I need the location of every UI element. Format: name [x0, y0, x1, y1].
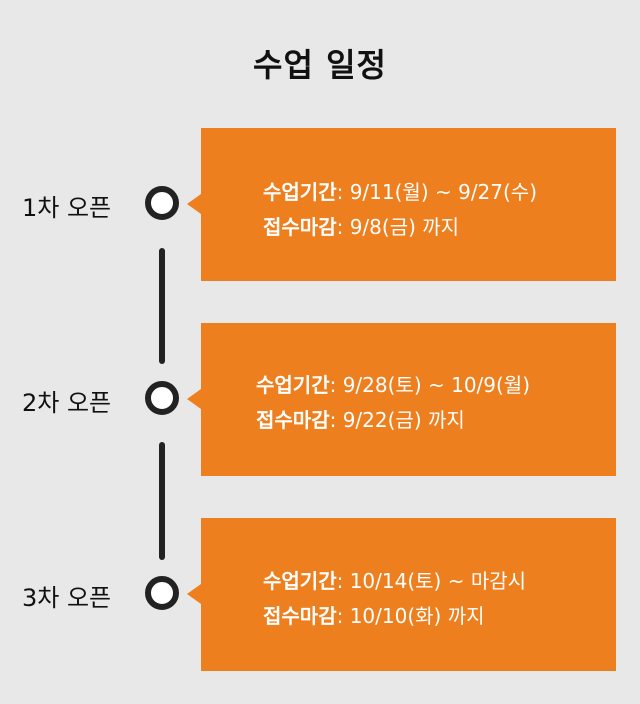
timeline-connector-2 — [159, 442, 165, 560]
deadline-label: 접수마감 — [263, 604, 337, 628]
period-value: : 10/14(토) ~ 마감시 — [336, 569, 527, 593]
deadline-line: 접수마감: 9/8(금) 까지 — [263, 211, 459, 240]
period-line: 수업기간: 9/11(월) ~ 9/27(수) — [263, 176, 537, 205]
period-label: 수업기간 — [263, 569, 337, 593]
schedule-card: 수업기간: 10/14(토) ~ 마감시 접수마감: 10/10(화) 까지 — [187, 518, 616, 671]
period-value: : 9/11(월) ~ 9/27(수) — [336, 180, 538, 204]
deadline-label: 접수마감 — [263, 215, 337, 239]
timeline-node-icon — [145, 381, 179, 415]
deadline-value: : 10/10(화) 까지 — [336, 604, 485, 628]
deadline-line: 접수마감: 9/22(금) 까지 — [256, 404, 465, 433]
period-label: 수업기간 — [263, 180, 337, 204]
timeline-connector-1 — [159, 248, 165, 364]
timeline-node-icon — [145, 576, 179, 610]
page-title: 수업 일정 — [253, 46, 387, 84]
timeline-node-icon — [145, 186, 179, 220]
schedule-card: 수업기간: 9/11(월) ~ 9/27(수) 접수마감: 9/8(금) 까지 — [187, 128, 616, 281]
deadline-value: : 9/8(금) 까지 — [336, 215, 460, 239]
period-line: 수업기간: 9/28(토) ~ 10/9(월) — [256, 369, 530, 398]
open-label: 3차 오픈 — [22, 584, 112, 612]
schedule-card: 수업기간: 9/28(토) ~ 10/9(월) 접수마감: 9/22(금) 까지 — [187, 323, 616, 476]
deadline-label: 접수마감 — [256, 408, 330, 432]
period-line: 수업기간: 10/14(토) ~ 마감시 — [263, 565, 526, 594]
deadline-line: 접수마감: 10/10(화) 까지 — [263, 600, 485, 629]
period-value: : 9/28(토) ~ 10/9(월) — [329, 373, 531, 397]
open-label: 1차 오픈 — [22, 194, 112, 222]
period-label: 수업기간 — [256, 373, 330, 397]
open-label: 2차 오픈 — [22, 389, 112, 417]
deadline-value: : 9/22(금) 까지 — [329, 408, 465, 432]
